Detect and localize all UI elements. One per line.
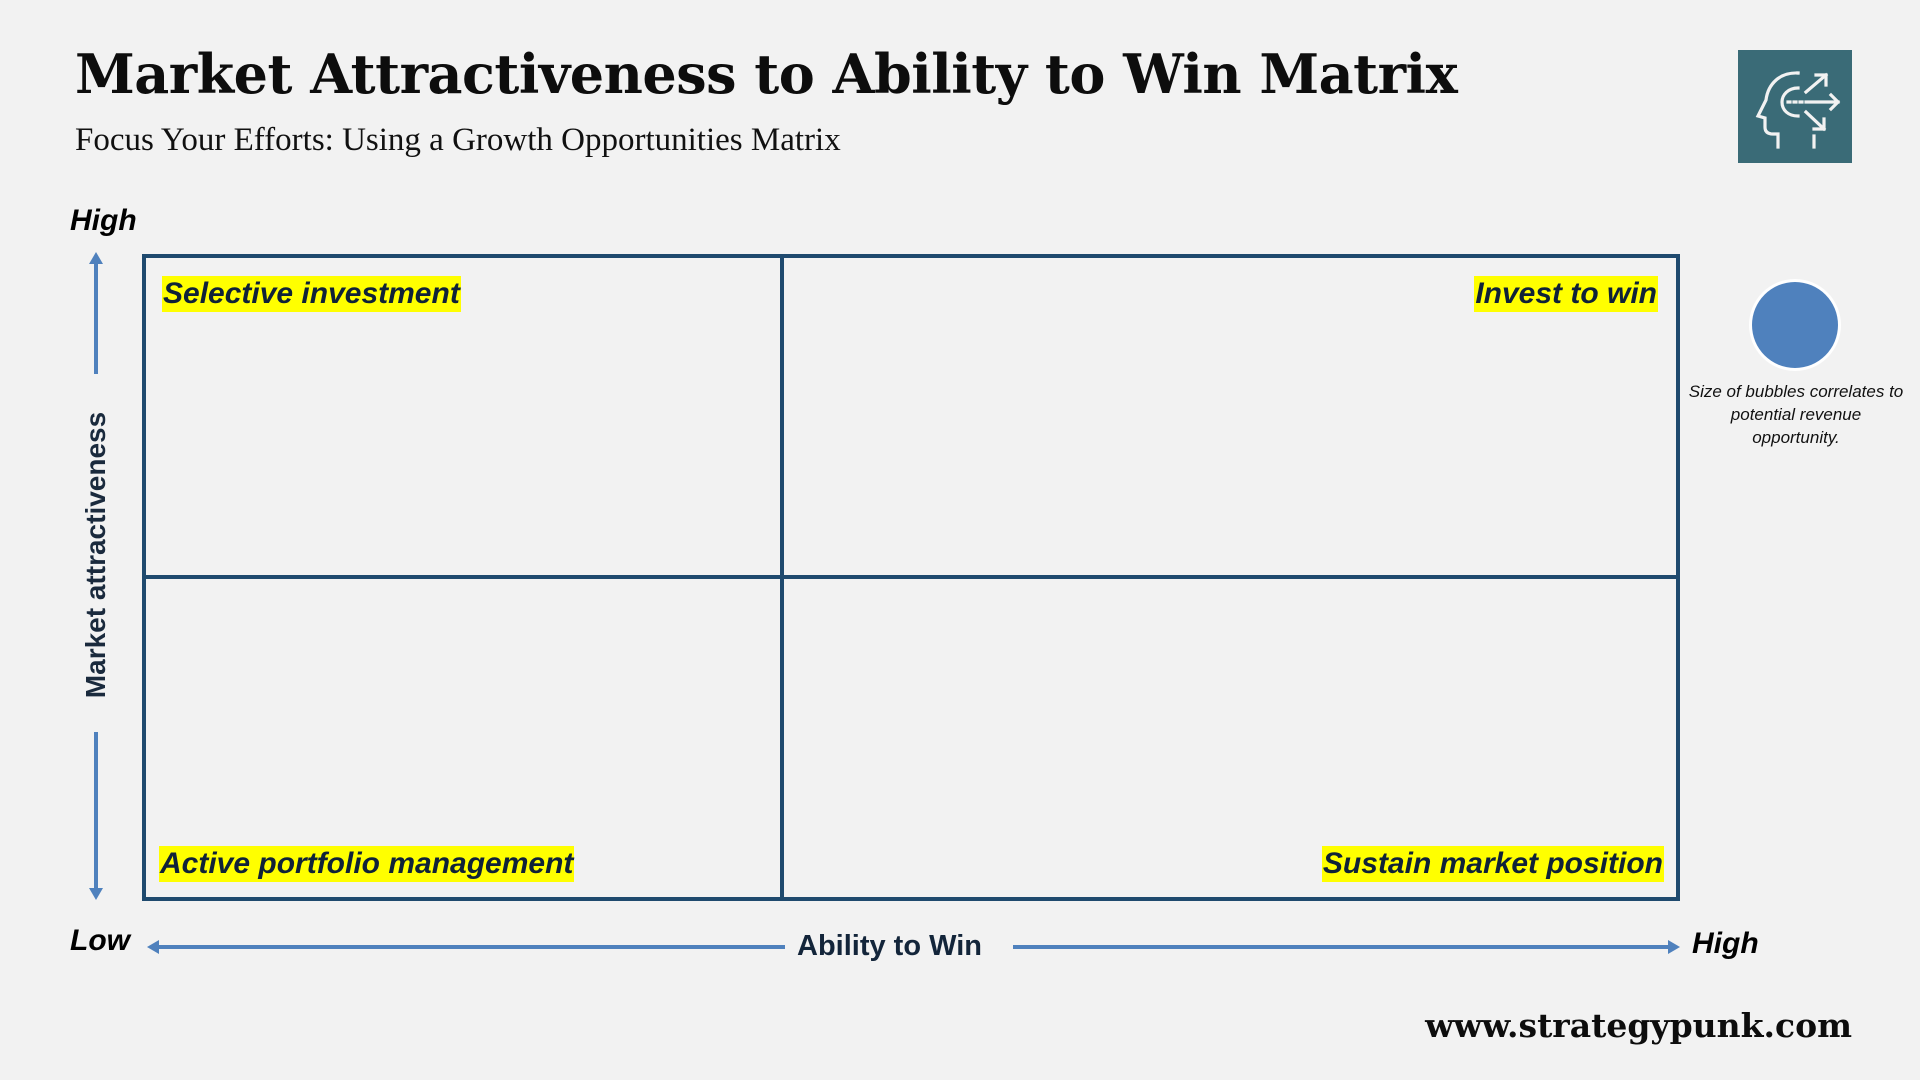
quadrant-selective-investment: Selective investment [162,276,461,312]
legend-bubble [1752,282,1838,368]
y-axis-line-bottom [94,732,98,890]
x-axis-low-label: Low [70,924,130,957]
arrow-right-icon [1668,940,1680,954]
y-axis-line-top [94,262,98,374]
arrow-down-icon [89,888,103,900]
y-axis-high-label: High [70,204,137,237]
quadrant-invest-to-win: Invest to win [1474,276,1658,312]
page-title: Market Attractiveness to Ability to Win … [75,42,1458,106]
head-with-arrows-icon [1738,50,1852,163]
matrix-horizontal-divider [142,575,1680,579]
quadrant-sustain-market-position: Sustain market position [1321,846,1664,882]
y-axis-title: Market attractiveness [80,411,111,699]
x-axis-line-right [1013,945,1670,949]
x-axis-high-label: High [1692,927,1759,960]
x-axis-title: Ability to Win [797,930,982,962]
x-axis-line-left [157,945,785,949]
arrow-up-icon [89,252,103,264]
footer-url[interactable]: www.strategypunk.com [1425,1006,1852,1045]
page-subtitle: Focus Your Efforts: Using a Growth Oppor… [75,122,841,158]
arrow-left-icon [147,940,159,954]
legend-text: Size of bubbles correlates to potential … [1688,382,1904,447]
quadrant-active-portfolio-management: Active portfolio management [159,846,575,882]
